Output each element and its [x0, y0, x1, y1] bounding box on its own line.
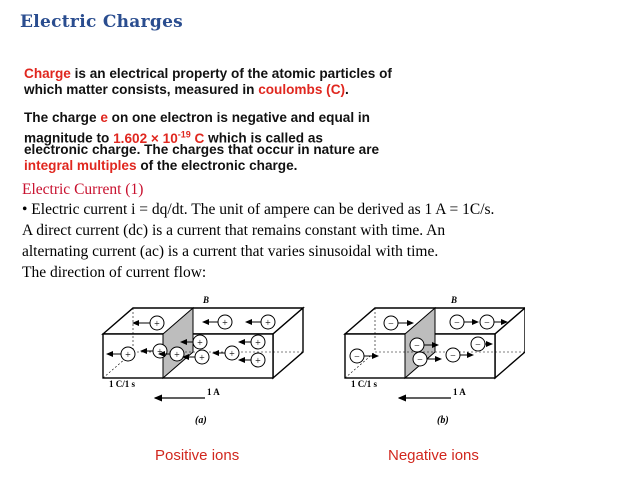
text: of the electronic charge. — [136, 158, 298, 173]
caption-positive-ions: Positive ions — [155, 447, 240, 464]
ion-negative: − — [412, 351, 442, 367]
ion-positive: + — [245, 314, 276, 330]
ion-sign: + — [157, 347, 163, 358]
text: . — [345, 82, 349, 97]
ion-sign: + — [154, 319, 160, 330]
text: is an electrical property of the atomic … — [70, 66, 392, 81]
ion-sign: − — [388, 319, 394, 330]
ion-positive: + — [212, 345, 240, 361]
bullet-electric-current: • Electric current i = dq/dt. The unit o… — [22, 201, 495, 218]
ion-sign: − — [417, 355, 423, 366]
text: which matter consists, measured in — [24, 82, 259, 97]
term-charge: Charge — [24, 66, 71, 81]
electron-charge-line-2: magnitude to 1.602 × 10-19 C which is ca… — [24, 126, 323, 147]
direction-line: The direction of current flow: — [22, 264, 207, 281]
ion-positive: + — [106, 346, 136, 362]
ion-sign: + — [255, 338, 261, 349]
ion-sign: − — [414, 341, 420, 352]
slide-title: Electric Charges — [20, 12, 184, 32]
electron-charge-line-4: integral multiples of the electronic cha… — [24, 158, 297, 175]
ion-positive: + — [182, 349, 210, 365]
ion-positive: + — [180, 334, 208, 350]
charge-value: 1.602 × 10-19 C — [113, 129, 205, 146]
electron-charge-line-1: The charge e on one electron is negative… — [24, 110, 370, 127]
ion-sign: − — [354, 352, 360, 363]
text: The charge — [24, 110, 101, 125]
rate-label-b: 1 C/1 s — [351, 379, 378, 389]
ion-sign: − — [475, 340, 481, 351]
charge-definition-line-2: which matter consists, measured in coulo… — [24, 82, 349, 99]
field-label-a: B — [202, 295, 209, 305]
panel-label-b: (b) — [437, 415, 449, 426]
current-flow-diagram: B + + + + + + + + + + + 1 C/1 s 1 A (a) … — [101, 295, 525, 426]
ion-sign: + — [229, 349, 235, 360]
text: which is called as — [204, 130, 323, 146]
charge-exponent: -19 — [177, 129, 191, 139]
ion-sign: + — [222, 318, 228, 329]
ion-negative: − — [449, 314, 479, 330]
term-integral-multiples: integral multiples — [24, 158, 137, 173]
text: on one electron is negative and equal in — [107, 110, 370, 125]
ion-sign: − — [484, 318, 490, 329]
ion-positive: + — [132, 315, 165, 331]
ion-sign: + — [197, 338, 203, 349]
panel-label-a: (a) — [195, 415, 207, 426]
diagram-b: B − − − − − − − − 1 C/1 s 1 A (b) — [343, 295, 525, 426]
charge-mantissa: 1.602 × 10 — [113, 130, 178, 146]
current-label-a: 1 A — [207, 387, 220, 397]
ion-negative: − — [445, 347, 474, 363]
ion-sign: − — [454, 318, 460, 329]
charge-unit: C — [190, 130, 205, 146]
ion-sign: + — [174, 350, 180, 361]
diagram-a: B + + + + + + + + + + + 1 C/1 s 1 A (a) — [101, 295, 305, 426]
electron-charge-line-3: electronic charge. The charges that occu… — [24, 142, 380, 157]
ac-line: alternating current (ac) is a current th… — [22, 243, 439, 260]
ion-negative: − — [470, 336, 493, 352]
charge-definition-line-1: Charge is an electrical property of the … — [24, 66, 392, 83]
ion-sign: + — [125, 350, 131, 361]
ion-sign: + — [255, 356, 261, 367]
ion-positive: + — [202, 314, 233, 330]
ion-negative: − — [409, 337, 439, 353]
ion-sign: + — [265, 318, 271, 329]
field-label-b: B — [450, 295, 457, 305]
ion-positive: + — [238, 334, 266, 350]
ion-positive: + — [238, 352, 266, 368]
caption-negative-ions: Negative ions — [388, 447, 479, 464]
ion-negative: − — [479, 314, 508, 330]
symbol-e: e — [100, 110, 108, 125]
rate-label-a: 1 C/1 s — [109, 379, 136, 389]
ion-sign: + — [199, 353, 205, 364]
unit-coulombs: coulombs (C) — [258, 82, 346, 97]
current-label-b: 1 A — [453, 387, 466, 397]
section-heading-electric-current: Electric Current (1) — [22, 181, 144, 198]
ion-negative: − — [349, 348, 379, 364]
ion-negative: − — [383, 315, 414, 331]
text: magnitude to — [24, 130, 114, 146]
ion-sign: − — [450, 351, 456, 362]
dc-line: A direct current (dc) is a current that … — [22, 222, 446, 239]
